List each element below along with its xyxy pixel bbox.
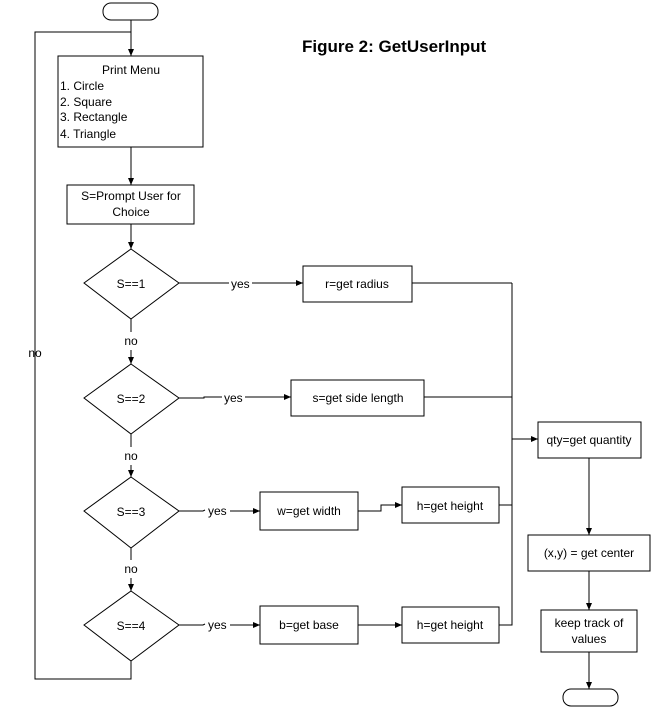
get-height-box-triangle: h=get height [401, 606, 500, 644]
prompt-choice-box: S=Prompt User for Choice [66, 184, 195, 225]
get-side-length-label: s=get side length [312, 391, 403, 405]
merge-bus-line [499, 283, 513, 626]
yes-label-s1: yes [231, 277, 250, 291]
keep-track-line1: keep track of [555, 616, 624, 630]
decision-s2: S==2 [83, 363, 180, 435]
print-menu-box: Print Menu 1. Circle 2. Square 3. Rectan… [57, 55, 204, 148]
yes-label-s4: yes [208, 618, 227, 632]
edge-width-to-height [358, 502, 402, 512]
end-terminator [562, 688, 619, 707]
decision-s3-label: S==3 [117, 505, 146, 519]
edge-loop-upper [34, 31, 131, 362]
get-width-label: w=get width [276, 504, 341, 518]
get-side-length-box: s=get side length [290, 379, 425, 417]
prompt-line1: S=Prompt User for [81, 189, 181, 203]
get-center-box: (x,y) = get center [527, 534, 651, 572]
edge-loop-lower [34, 341, 132, 680]
yes-label-s3: yes [208, 504, 227, 518]
decision-s3: S==3 [83, 476, 180, 549]
menu-item-triangle: 4. Triangle [60, 127, 116, 141]
get-center-label: (x,y) = get center [544, 546, 634, 560]
edge-s2-yes-a [179, 396, 222, 399]
get-radius-box: r=get radius [302, 265, 413, 303]
figure-title: Figure 2: GetUserInput [302, 37, 487, 56]
get-width-box: w=get width [259, 491, 359, 531]
decision-s4-label: S==4 [117, 619, 146, 633]
no-label-s1: no [124, 334, 138, 348]
no-label-s2: no [124, 449, 138, 463]
menu-item-square: 2. Square [60, 95, 112, 109]
decision-s4: S==4 [83, 590, 180, 662]
get-quantity-label: qty=get quantity [546, 433, 631, 447]
yes-label-s2: yes [224, 391, 243, 405]
get-height-box-rectangle: h=get height [401, 486, 500, 524]
get-quantity-box: qty=get quantity [537, 421, 642, 459]
edge-s3-yes-a [179, 509, 206, 512]
menu-item-rectangle: 3. Rectangle [60, 110, 128, 124]
no-label-s3: no [124, 562, 138, 576]
get-height-label-triangle: h=get height [417, 618, 484, 632]
get-height-label-rectangle: h=get height [417, 499, 484, 513]
decision-s2-label: S==2 [117, 392, 146, 406]
get-base-box: b=get base [259, 605, 359, 645]
decision-s1-label: S==1 [117, 277, 146, 291]
edge-s4-yes-a [179, 623, 206, 626]
print-menu-heading: Print Menu [102, 63, 160, 77]
keep-track-box: keep track of values [540, 609, 638, 653]
menu-item-circle: 1. Circle [60, 79, 104, 93]
get-base-label: b=get base [279, 618, 339, 632]
get-radius-label: r=get radius [325, 277, 389, 291]
prompt-line2: Choice [112, 205, 150, 219]
decision-s1: S==1 [83, 248, 180, 320]
start-terminator [102, 2, 159, 21]
keep-track-line2: values [572, 632, 607, 646]
